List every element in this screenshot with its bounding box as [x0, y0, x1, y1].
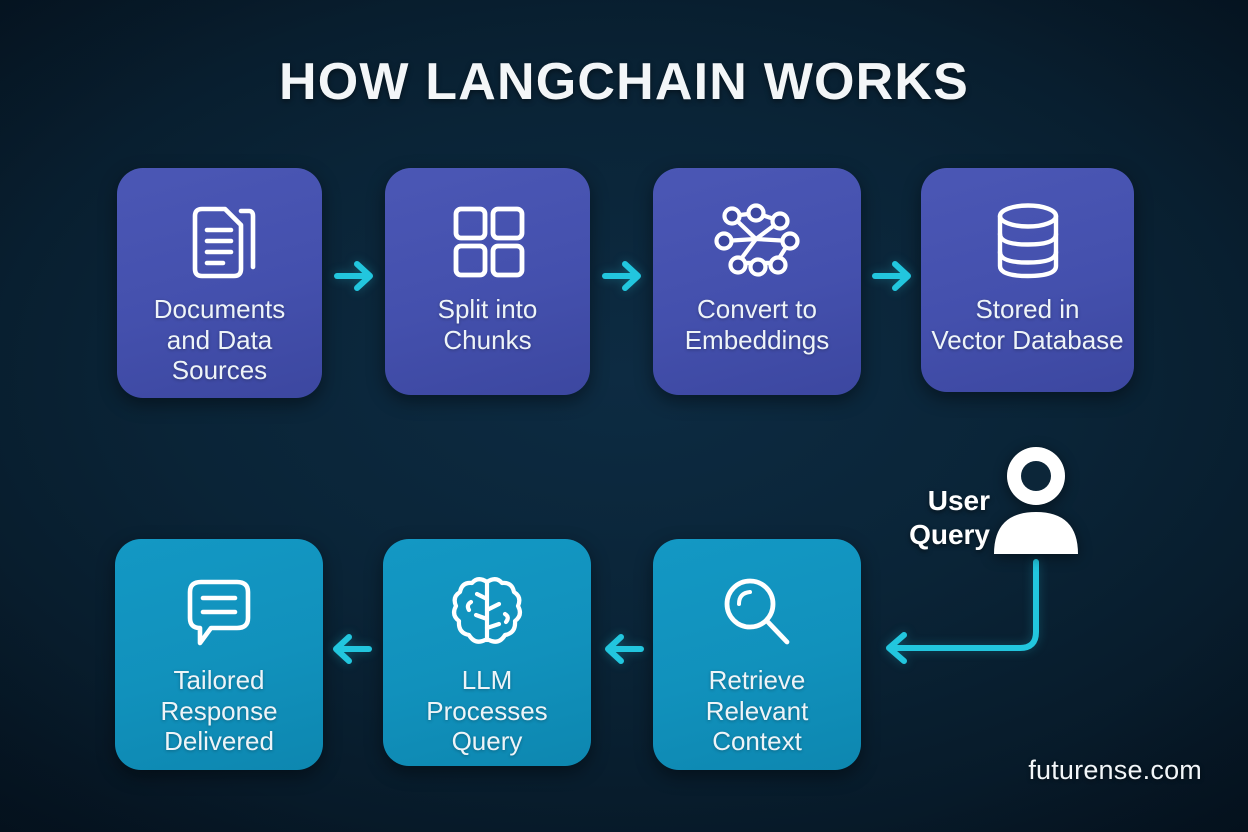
- card-label: Retrieve Relevant Context: [705, 665, 809, 757]
- card-label: LLM Processes Query: [426, 665, 548, 757]
- grid-squares-icon: [447, 198, 529, 284]
- arrow-documents-to-chunks: [334, 261, 373, 291]
- user-person-icon: [994, 447, 1078, 554]
- card-vector-database[interactable]: Stored in Vector Database: [921, 168, 1134, 392]
- arrow-embeddings-to-vectordb: [872, 261, 911, 291]
- card-tailored-response[interactable]: Tailored Response Delivered: [115, 539, 323, 770]
- arrow-retrieve-to-llm: [605, 634, 644, 664]
- user-query-label: User Query: [909, 485, 990, 551]
- page-title: HOW LANGCHAIN WORKS: [278, 53, 970, 111]
- arrow-chunks-to-embeddings: [602, 261, 641, 291]
- card-chunks[interactable]: Split into Chunks: [385, 168, 590, 395]
- footer-brand: futurense.com: [1028, 755, 1202, 785]
- document-stack-icon: [179, 198, 261, 284]
- brain-icon: [447, 569, 527, 655]
- user-query-connector-arrow: [886, 559, 1039, 664]
- card-retrieve-context[interactable]: Retrieve Relevant Context: [653, 539, 861, 770]
- database-cylinder-icon: [990, 198, 1066, 284]
- card-label: Split into Chunks: [437, 294, 538, 355]
- card-documents[interactable]: Documents and Data Sources: [117, 168, 322, 398]
- card-embeddings[interactable]: Convert to Embeddings: [653, 168, 861, 395]
- card-llm-processes-query[interactable]: LLM Processes Query: [383, 539, 591, 766]
- card-label: Stored in Vector Database: [931, 294, 1124, 355]
- neural-network-icon: [712, 198, 802, 284]
- chat-bubble-icon: [178, 569, 260, 655]
- card-label: Convert to Embeddings: [684, 294, 830, 355]
- card-label: Tailored Response Delivered: [160, 665, 278, 757]
- card-label: Documents and Data Sources: [153, 294, 286, 386]
- arrow-llm-to-response: [333, 634, 372, 664]
- magnifier-icon: [717, 569, 797, 655]
